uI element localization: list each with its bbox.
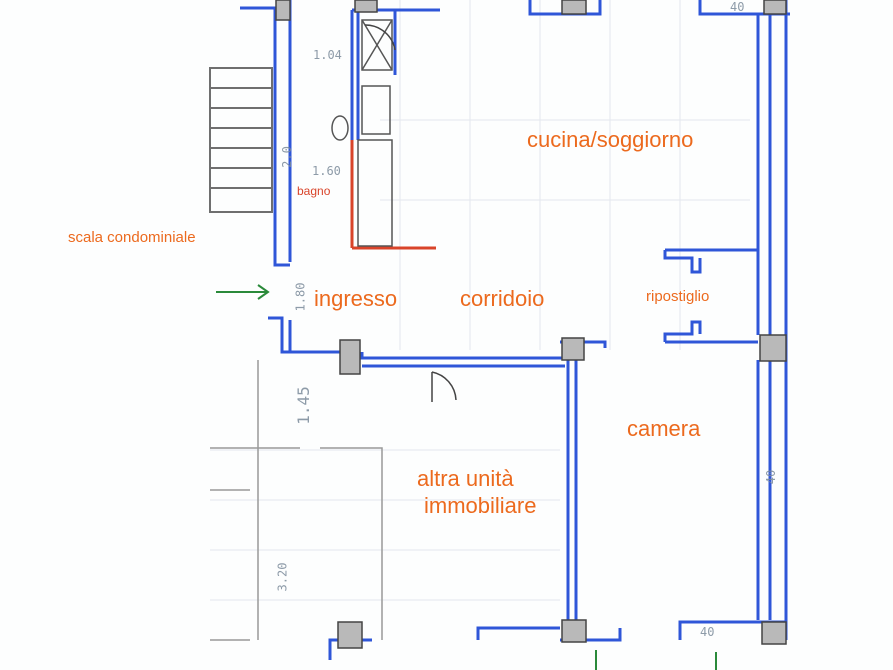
- dimension-bottom-right: 40: [700, 625, 715, 639]
- door-swings: [364, 24, 457, 402]
- bathroom-wall-red: [350, 140, 436, 250]
- room-label-other-unit-line1: altra unità: [417, 466, 514, 491]
- room-label-other-unit-line2: immobiliare: [424, 493, 537, 518]
- dimension-bottom-left: 3.20: [275, 562, 290, 592]
- stair-treads: [209, 67, 273, 213]
- pillars: [275, 0, 787, 649]
- room-label-storage: ripostiglio: [646, 288, 710, 305]
- room-label-corridor: corridoio: [460, 286, 545, 311]
- room-label-bedroom: camera: [627, 416, 701, 441]
- bottom-green-marks: [595, 650, 717, 670]
- room-label-kitchen-living: cucina/soggiorno: [527, 127, 694, 152]
- dimension-entrance-side: 1.80: [293, 282, 308, 312]
- dimension-lower-left: 1.45: [293, 386, 313, 425]
- dimension-top-right: 40: [730, 0, 745, 14]
- dimension-bath-mid: 1.60: [312, 164, 341, 178]
- room-label-bathroom: bagno: [297, 184, 331, 198]
- other-unit-walls: [210, 360, 383, 641]
- dimension-bath-top: 1.04: [313, 48, 342, 62]
- room-label-entrance: ingresso: [314, 286, 398, 311]
- dimension-stair-side: 2.0: [279, 146, 294, 168]
- walls: [240, 0, 790, 660]
- room-label-stairs: scala condominiale: [68, 229, 196, 246]
- background-scan-lines: [210, 0, 750, 601]
- entrance-arrow: [216, 284, 270, 300]
- bathroom-fixtures: [331, 19, 393, 247]
- dimension-bedroom-side: 40: [764, 469, 779, 485]
